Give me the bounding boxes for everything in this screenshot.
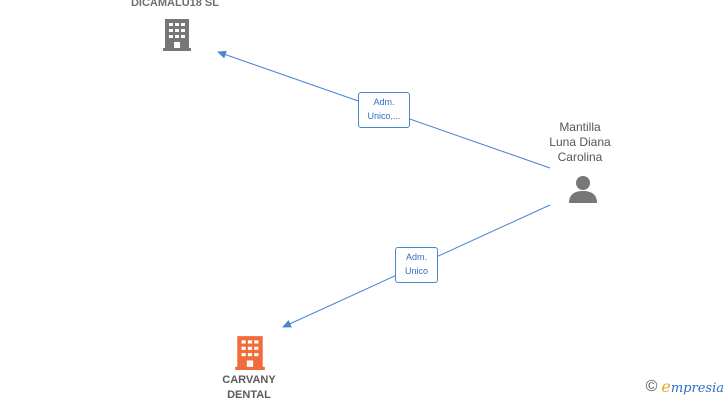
edge-label-role-top[interactable]: Adm. Unico,... [358, 92, 410, 128]
brand-logo: empresia [661, 377, 724, 396]
brand-watermark: © empresia [646, 377, 724, 396]
person-icon[interactable] [568, 174, 598, 209]
company-top-name[interactable]: DICAMALU18 SL [130, 0, 219, 9]
person-name-line1: Mantilla [559, 120, 601, 134]
copyright-icon: © [645, 377, 658, 395]
company-bottom-name-line1: CARVANY [222, 374, 276, 386]
person-name-line2: Luna Diana [549, 135, 611, 149]
edge-label-role-top-line2: Unico,... [367, 111, 401, 121]
company-bottom-name-line2: DENTAL [227, 389, 271, 400]
edge-label-role-bottom-line2: Unico [404, 266, 428, 276]
person-name[interactable]: Mantilla Luna Diana Carolina [530, 120, 630, 165]
person-name-line3: Carolina [557, 150, 603, 164]
edge-label-role-bottom[interactable]: Adm. Unico [395, 247, 438, 283]
building-icon-highlight[interactable] [235, 334, 265, 375]
company-bottom-name[interactable]: CARVANY DENTAL [190, 373, 308, 400]
edge-label-role-top-line1: Adm. [373, 97, 395, 107]
building-icon[interactable] [163, 17, 191, 56]
edge-label-role-bottom-line1: Adm. [405, 252, 427, 262]
